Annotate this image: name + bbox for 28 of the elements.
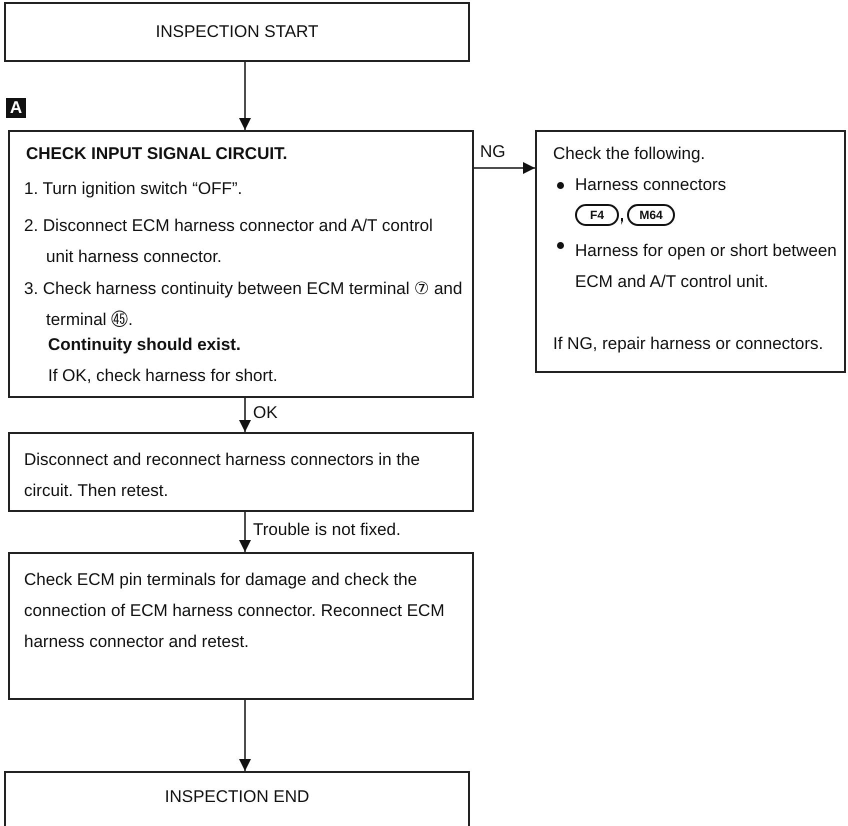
process-box xyxy=(8,432,474,512)
step-heading: CHECK INPUT SIGNAL CIRCUIT. xyxy=(26,144,288,164)
process-box xyxy=(8,130,474,398)
instruction-text: Harness connectors xyxy=(575,175,728,195)
instruction-text: Harness for open or short between ECM and A/T control unit. xyxy=(575,240,838,293)
process-box xyxy=(8,552,474,700)
arrow xyxy=(474,162,535,174)
instruction-text: Check ECM pin terminals for damage and check the connection of ECM harness connector. Reconnect ECM harness connector and retest. xyxy=(24,569,446,653)
instruction-text: INSPECTION END xyxy=(164,787,310,807)
instruction-text: Check the following. xyxy=(553,144,706,164)
arrow xyxy=(239,398,251,432)
arrow xyxy=(239,62,251,130)
section-marker: A xyxy=(6,98,26,118)
process-box xyxy=(4,2,470,62)
instruction-text: 3. Check harness continuity between ECM terminal ⑦ and terminal ㊺. xyxy=(24,278,464,331)
instruction-text: 1. Turn ignition switch “OFF”. xyxy=(24,179,244,199)
instruction-text: INSPECTION START xyxy=(154,22,320,42)
arrow xyxy=(239,512,251,552)
instruction-text: 2. Disconnect ECM harness connector and A/T control unit harness connector. xyxy=(24,215,434,268)
instruction-text: Disconnect and reconnect harness connectors in the circuit. Then retest. xyxy=(24,449,421,502)
arrow xyxy=(239,700,251,771)
process-box xyxy=(4,771,470,826)
process-box xyxy=(535,130,846,373)
instruction-text: If NG, repair harness or connectors. xyxy=(553,333,824,355)
connector-code-label: M64 xyxy=(627,204,675,226)
instruction-text: If OK, check harness for short. xyxy=(48,366,279,386)
connector-code-label: F4 xyxy=(575,204,619,226)
instruction-text: Continuity should exist. xyxy=(48,335,242,355)
